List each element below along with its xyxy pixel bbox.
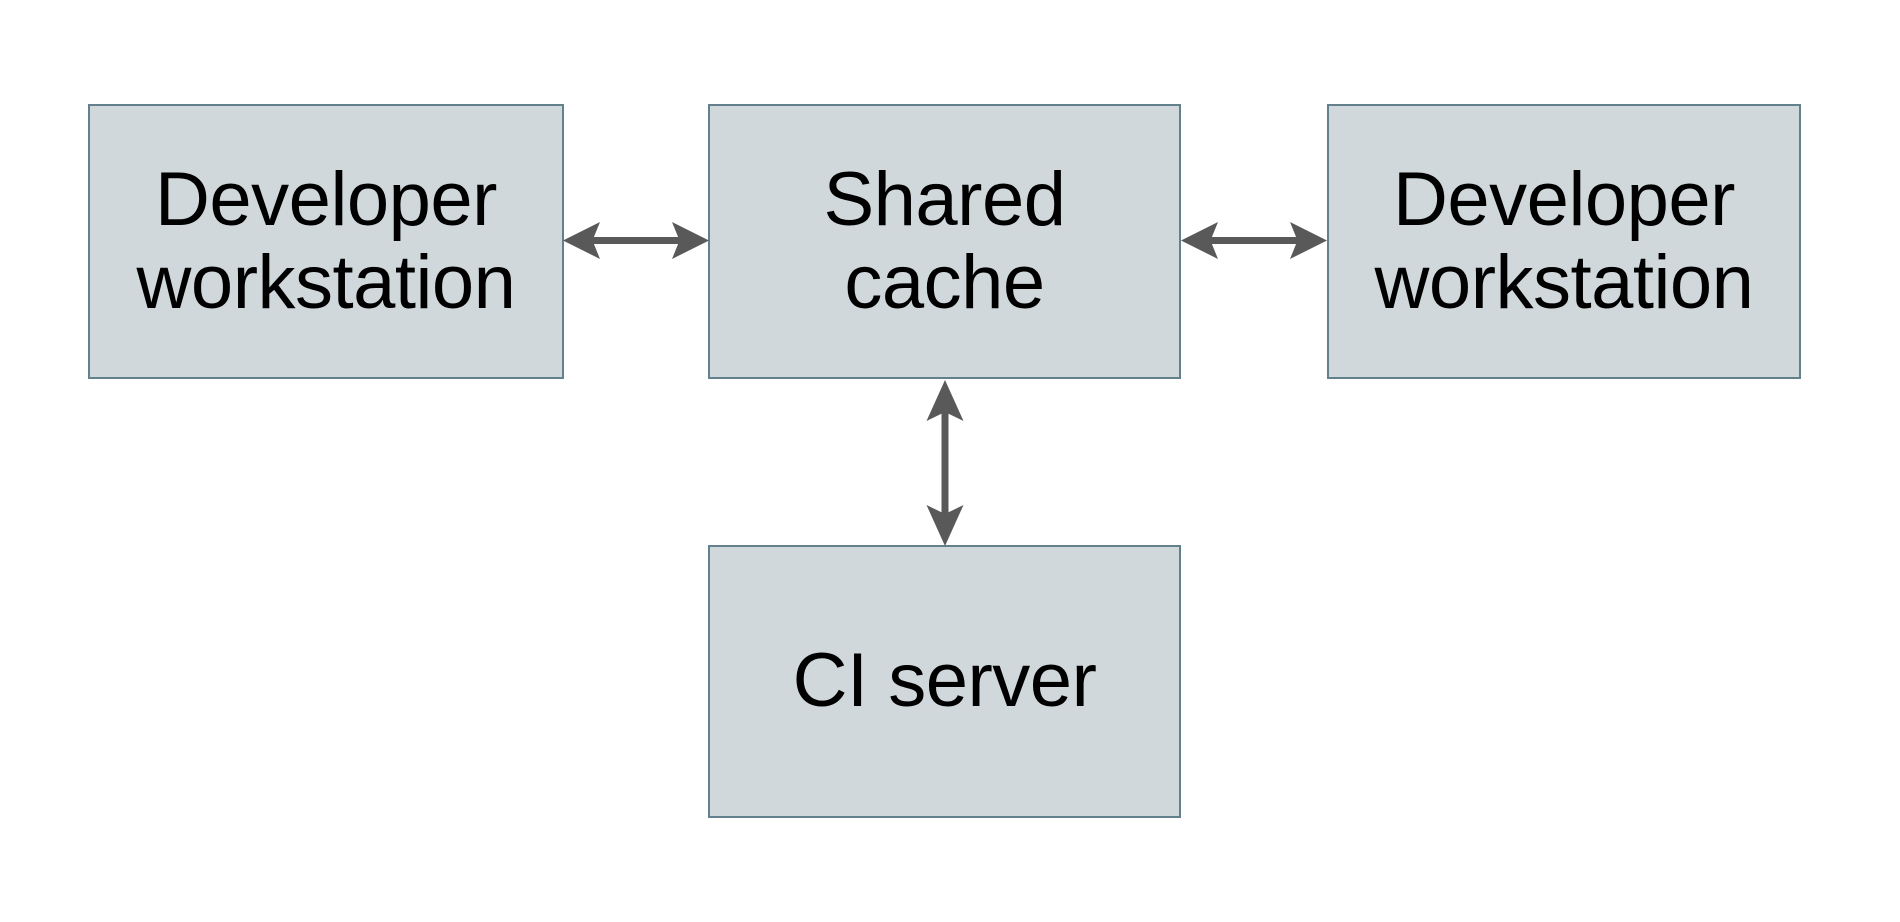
double-headed-arrow-vertical-icon bbox=[926, 380, 964, 546]
node-label: Developer workstation bbox=[1374, 157, 1754, 325]
double-headed-arrow-horizontal-icon bbox=[1181, 222, 1327, 259]
node-shared-cache[interactable]: Shared cache bbox=[708, 104, 1181, 379]
node-ci-server[interactable]: CI server bbox=[708, 545, 1181, 818]
node-label: Developer workstation bbox=[136, 157, 516, 325]
node-developer-workstation-right[interactable]: Developer workstation bbox=[1327, 104, 1801, 379]
connector-dev-left-to-cache bbox=[560, 196, 712, 286]
node-label: CI server bbox=[792, 638, 1097, 724]
connector-cache-to-ci-server bbox=[900, 377, 990, 549]
double-headed-arrow-horizontal-icon bbox=[563, 222, 709, 259]
connector-cache-to-dev-right bbox=[1177, 196, 1331, 286]
node-label: Shared cache bbox=[823, 157, 1066, 325]
node-developer-workstation-left[interactable]: Developer workstation bbox=[88, 104, 564, 379]
